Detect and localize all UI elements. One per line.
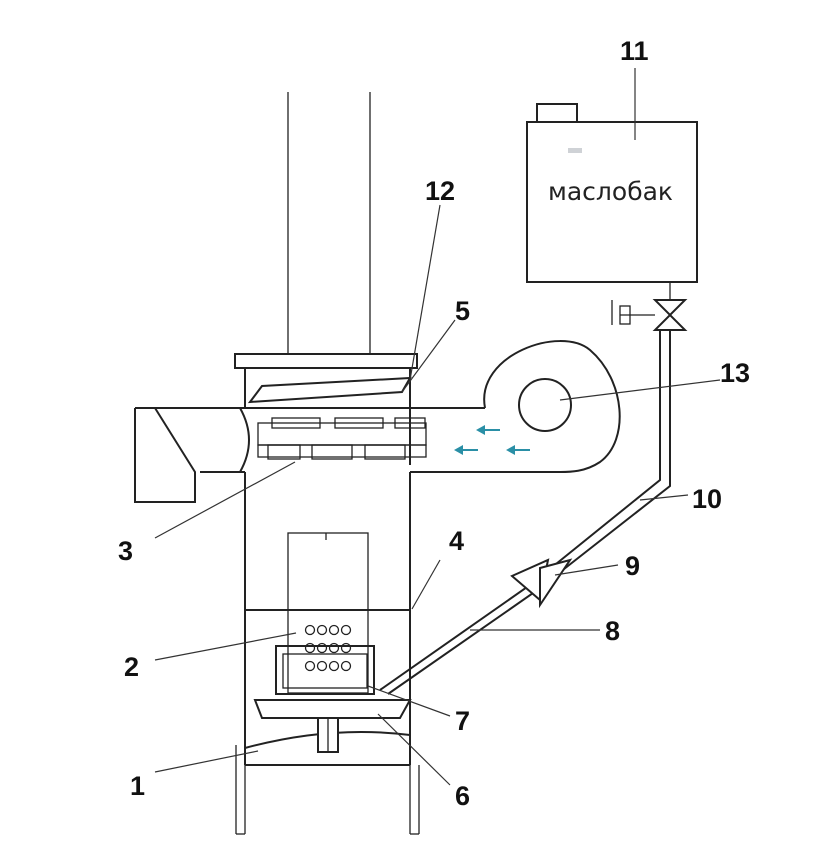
callout-6: 6 xyxy=(455,781,470,811)
callouts: 1 2 3 4 5 6 7 8 9 10 11 12 13 xyxy=(118,36,750,811)
tank-label: маслобак xyxy=(548,177,673,206)
tank-valve xyxy=(611,283,688,331)
callout-3: 3 xyxy=(118,536,133,566)
callout-4: 4 xyxy=(449,526,464,556)
callout-8: 8 xyxy=(605,616,620,646)
baffle-plate xyxy=(247,376,412,404)
fuel-pipe xyxy=(379,330,671,695)
leader-lines xyxy=(154,68,721,786)
top-cap xyxy=(234,353,418,408)
fan-housing xyxy=(483,340,621,473)
callout-10: 10 xyxy=(692,484,722,514)
callout-2: 2 xyxy=(124,652,139,682)
callout-11: 11 xyxy=(620,36,649,66)
airflow-arrows xyxy=(454,425,530,455)
chimney xyxy=(287,92,371,366)
callout-13: 13 xyxy=(720,358,750,388)
callout-7: 7 xyxy=(455,706,470,736)
air-holes xyxy=(304,624,352,672)
legs xyxy=(235,745,420,835)
ash-tray xyxy=(244,699,412,753)
callout-9: 9 xyxy=(625,551,640,581)
heat-exchanger xyxy=(257,400,427,465)
fan-rotor xyxy=(518,378,572,432)
callout-12: 12 xyxy=(425,176,455,206)
oil-tank: маслобак xyxy=(526,103,698,283)
callout-1: 1 xyxy=(130,771,145,801)
evaporation-bowl xyxy=(275,645,375,695)
callout-5: 5 xyxy=(455,296,470,326)
air-duct xyxy=(134,340,621,503)
